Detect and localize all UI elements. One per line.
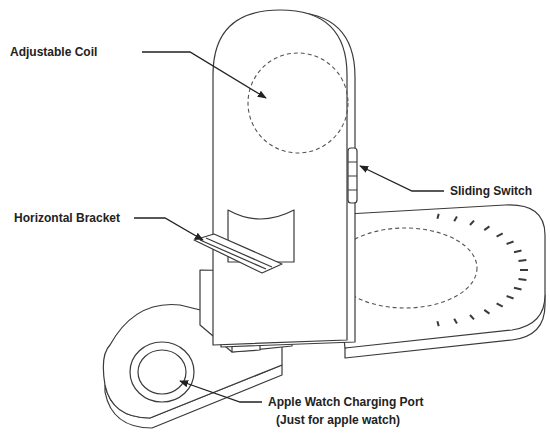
- indicator-dot: [520, 269, 528, 271]
- sliding-switch: [348, 148, 357, 203]
- part-label: Apple Watch Charging Port: [268, 395, 424, 409]
- indicator-dot: [514, 288, 522, 290]
- switch-notches: [348, 162, 357, 190]
- indicator-dot: [507, 296, 514, 299]
- watch-port: [138, 350, 186, 394]
- indicator-dot: [437, 321, 438, 326]
- leader-line: [142, 52, 266, 98]
- indicator-dot: [470, 221, 474, 225]
- part-label: Adjustable Coil: [10, 45, 97, 59]
- part-label: Sliding Switch: [450, 184, 532, 198]
- coil-outline: [248, 53, 348, 153]
- indicator-dot: [518, 259, 526, 262]
- leader-line: [134, 218, 203, 240]
- horizontal-bracket: [194, 234, 282, 273]
- indicator-dot: [484, 310, 489, 314]
- part-label: Horizontal Bracket: [14, 211, 120, 225]
- indicator-dot: [497, 303, 503, 306]
- indicator-dot: [454, 319, 457, 324]
- indicator-dot: [518, 278, 526, 281]
- leader-line: [180, 381, 262, 402]
- watch-port-ring: [130, 342, 194, 402]
- indicator-dot: [454, 216, 457, 221]
- indicator-dot: [470, 315, 474, 319]
- charging-pad: [330, 205, 545, 348]
- part-note: (Just for apple watch): [276, 413, 400, 427]
- indicator-dot: [497, 233, 503, 236]
- indicator-dot: [484, 226, 489, 230]
- stand-panel: [213, 10, 347, 345]
- indicator-dot: [437, 214, 438, 219]
- bracket-ridges: [200, 238, 272, 269]
- indicator-dots: [437, 214, 528, 326]
- indicator-dot: [507, 242, 514, 245]
- indicator-dot: [514, 251, 522, 253]
- leader-line: [360, 166, 444, 191]
